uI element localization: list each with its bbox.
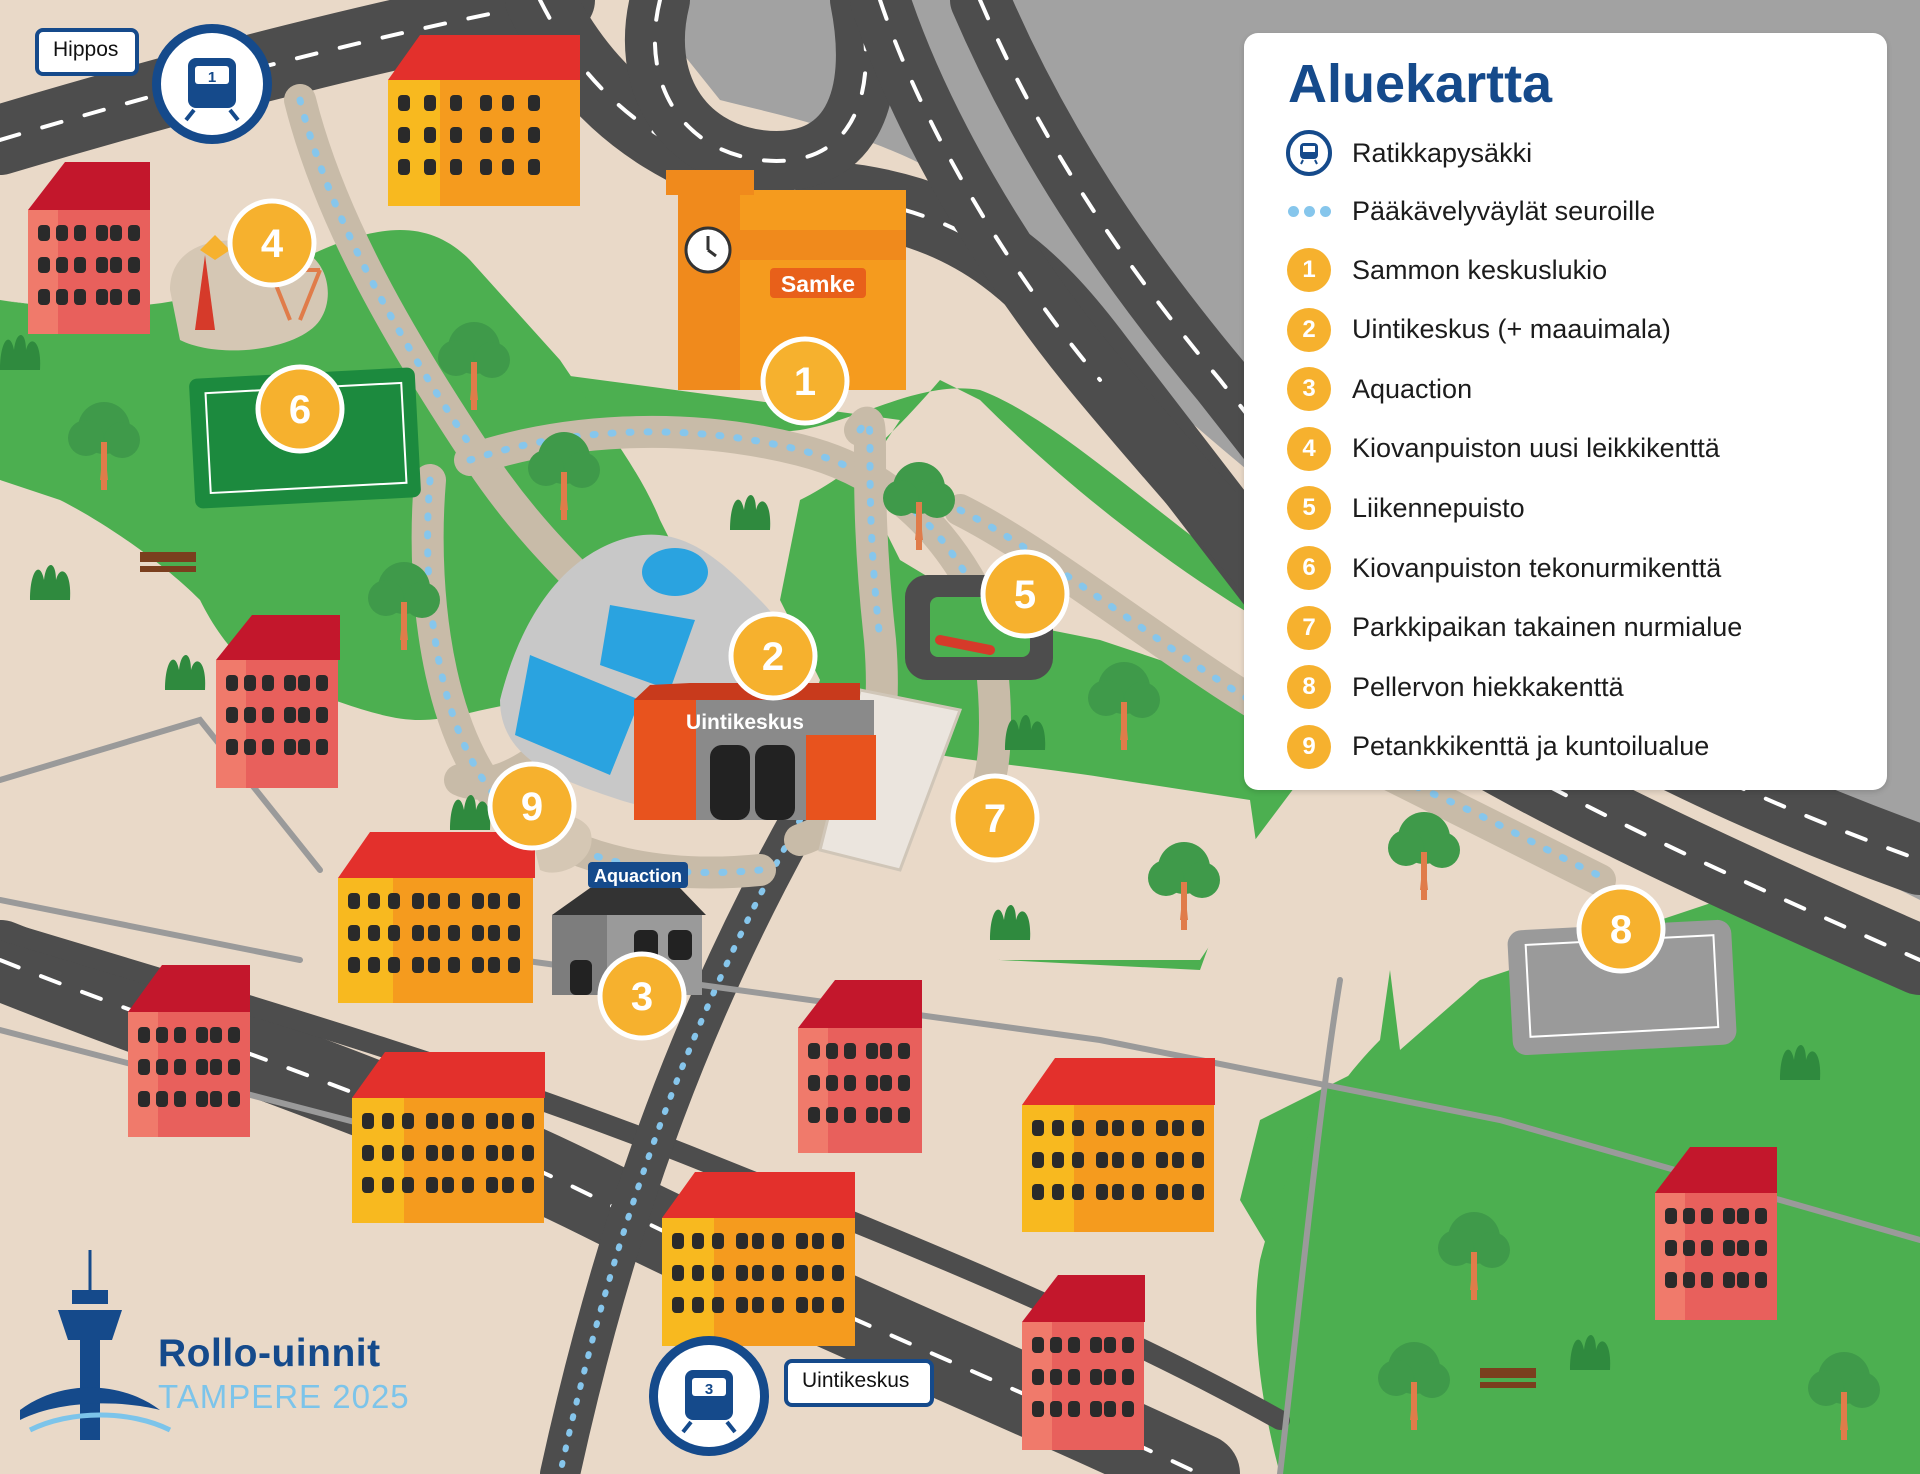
legend-row-4: 4 Kiovanpuiston uusi leikkikenttä <box>1284 424 1720 474</box>
pool-large <box>515 655 640 775</box>
legend-label: Pellervon hiekkakenttä <box>1352 671 1624 702</box>
marker-8[interactable]: 8 <box>1576 884 1666 974</box>
legend-number: 1 <box>1287 248 1331 292</box>
marker-circle <box>1576 884 1666 974</box>
tram-icon <box>1284 128 1334 178</box>
sand-field-sw <box>0 480 300 900</box>
marker-2[interactable]: 2 <box>728 611 818 701</box>
marker-circle <box>487 761 577 851</box>
legend-number: 6 <box>1287 546 1331 590</box>
legend-number: 4 <box>1287 426 1331 471</box>
marker-circle <box>728 611 818 701</box>
number-marker-icon: 1 <box>1284 245 1334 295</box>
tram-line-number: 1 <box>208 69 216 86</box>
tram-stop-label-hippos[interactable]: Hippos <box>35 28 139 76</box>
pool-round <box>642 548 708 596</box>
marker-circle <box>980 549 1070 639</box>
legend-label: Parkkipaikan takainen nurmialue <box>1352 612 1743 643</box>
marker-circle <box>255 364 345 454</box>
tram-stop-name: Uintikeskus <box>802 1369 910 1392</box>
number-marker-icon: 2 <box>1284 305 1334 355</box>
legend-row-5: 5 Liikennepuisto <box>1284 483 1525 533</box>
number-marker-icon: 4 <box>1284 424 1334 474</box>
legend-row-9: 9 Petankkikenttä ja kuntoilualue <box>1284 722 1709 772</box>
aquaction-sign: Aquaction <box>594 866 682 886</box>
marker-circle <box>760 336 850 426</box>
number-marker-icon: 8 <box>1284 662 1334 712</box>
marker-number: 4 <box>261 222 284 266</box>
marker-number: 5 <box>1014 573 1036 617</box>
logo-subtitle: TAMPERE 2025 <box>158 1378 410 1415</box>
legend-number: 2 <box>1287 307 1331 352</box>
marker-5[interactable]: 5 <box>980 549 1070 639</box>
legend-panel: Aluekartta Ratikkapysäkki Pääkävelyväylä… <box>1244 33 1887 790</box>
legend-label: Aquaction <box>1352 373 1473 404</box>
tram-stop-label-uintikeskus[interactable]: Uintikeskus <box>784 1359 934 1407</box>
legend-row-8: 8 Pellervon hiekkakenttä <box>1284 662 1624 712</box>
number-marker-icon: 6 <box>1284 543 1334 593</box>
marker-7[interactable]: 7 <box>950 773 1040 863</box>
marker-1[interactable]: 1 <box>760 336 850 426</box>
legend-row-walkway: Pääkävelyväylät seuroille <box>1284 186 1655 236</box>
marker-circle <box>227 198 317 288</box>
legend-label: Uintikeskus (+ maauimala) <box>1352 314 1671 345</box>
swimming-hall-building: Uintikeskus <box>634 683 876 820</box>
legend-row-6: 6 Kiovanpuiston tekonurmikenttä <box>1284 543 1721 593</box>
tram-stop-name: Hippos <box>53 38 119 61</box>
number-marker-icon: 3 <box>1284 364 1334 414</box>
marker-number: 6 <box>289 388 311 432</box>
marker-number: 7 <box>984 797 1006 841</box>
legend-label: Liikennepuisto <box>1352 492 1525 523</box>
marker-number: 2 <box>762 635 784 679</box>
pool-small <box>600 605 695 690</box>
legend-label: Petankkikenttä ja kuntoilualue <box>1352 731 1710 762</box>
marker-circle <box>950 773 1040 863</box>
legend-title: Aluekartta <box>1288 54 1553 114</box>
logo-title: Rollo-uinnit <box>158 1332 381 1375</box>
legend-row-2: 2 Uintikeskus (+ maauimala) <box>1284 305 1671 355</box>
number-marker-icon: 5 <box>1284 483 1334 533</box>
tram-line-number: 3 <box>705 1381 713 1398</box>
number-marker-icon: 7 <box>1284 603 1334 653</box>
legend-label: Kiovanpuiston uusi leikkikenttä <box>1352 433 1720 464</box>
location-markers: 1 2 3 4 5 6 7 8 9 <box>227 198 1666 1041</box>
marker-circle <box>597 951 687 1041</box>
swimming-hall-sign: Uintikeskus <box>686 711 804 734</box>
walkway-dots-icon <box>1284 186 1334 236</box>
marker-6[interactable]: 6 <box>255 364 345 454</box>
sand-field <box>1507 919 1737 1056</box>
legend-label: Kiovanpuiston tekonurmikenttä <box>1352 552 1722 583</box>
park-area-south <box>1256 900 1920 1474</box>
aquaction-building: Aquaction <box>552 862 706 995</box>
number-marker-icon: 9 <box>1284 722 1334 772</box>
legend-row-3: 3 Aquaction <box>1284 364 1472 414</box>
legend-number: 5 <box>1287 486 1331 531</box>
tampere-tower-logo <box>20 1250 172 1440</box>
building-windows <box>38 95 1767 1417</box>
legend-number: 3 <box>1287 367 1331 412</box>
legend-label: Pääkävelyväylät seuroille <box>1352 195 1656 226</box>
benches <box>140 552 1536 1388</box>
legend-label: Sammon keskuslukio <box>1352 254 1608 285</box>
marker-number: 3 <box>631 975 653 1019</box>
tram-stop-hippos[interactable]: 1 <box>152 24 272 144</box>
marker-number: 9 <box>521 785 543 829</box>
legend-label: Ratikkapysäkki <box>1352 137 1533 168</box>
legend-number: 7 <box>1287 605 1331 650</box>
legend-number: 8 <box>1287 665 1331 710</box>
legend-row-tram: Ratikkapysäkki <box>1284 128 1532 178</box>
school-sign: Samke <box>781 271 855 297</box>
marker-number: 8 <box>1610 908 1632 952</box>
tram-stop-uintikeskus[interactable]: 3 <box>649 1336 769 1456</box>
legend-row-7: 7 Parkkipaikan takainen nurmialue <box>1284 603 1742 653</box>
legend-row-1: 1 Sammon keskuslukio <box>1284 245 1607 295</box>
marker-9[interactable]: 9 <box>487 761 577 851</box>
legend-number: 9 <box>1287 724 1331 769</box>
marker-3[interactable]: 3 <box>597 951 687 1041</box>
marker-number: 1 <box>794 360 816 404</box>
marker-4[interactable]: 4 <box>227 198 317 288</box>
